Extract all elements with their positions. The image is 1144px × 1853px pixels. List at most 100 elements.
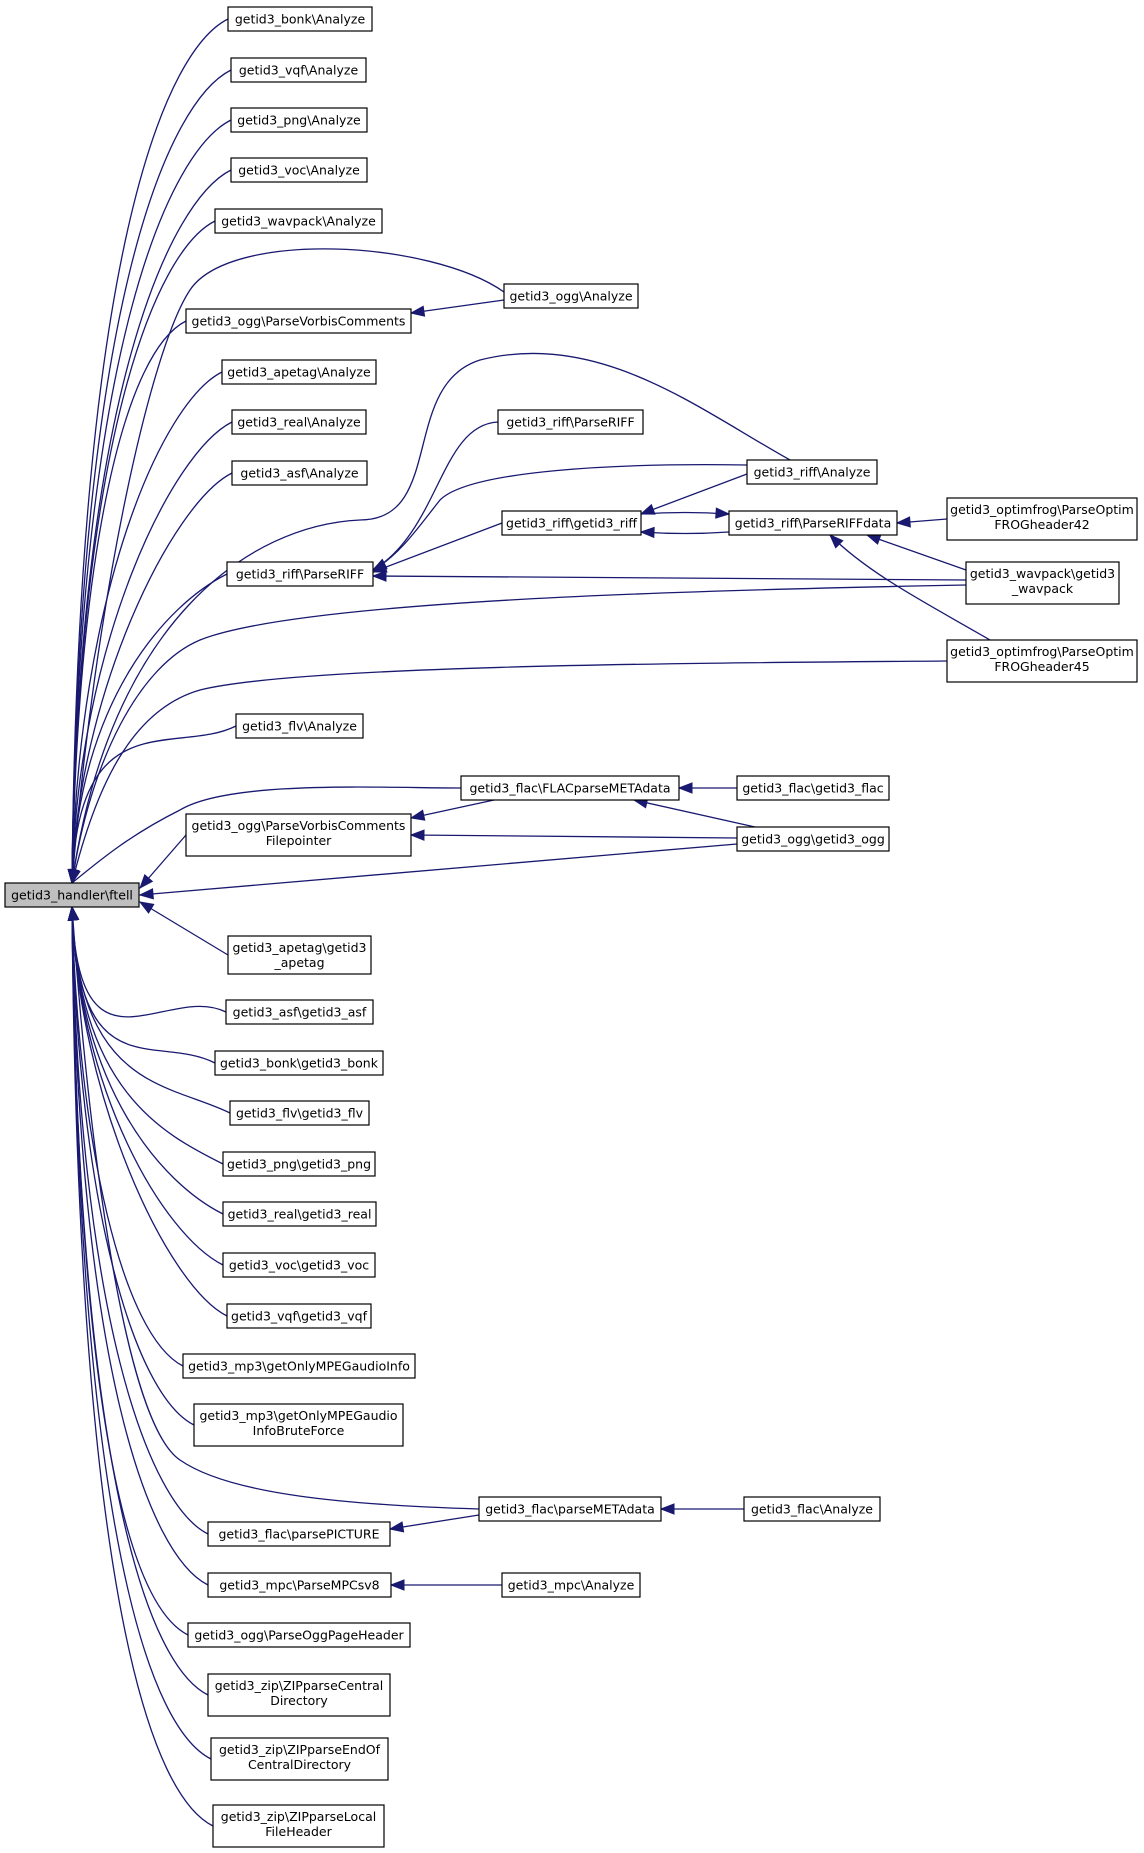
- graph-node[interactable]: getid3_ogg\Analyze: [503, 283, 639, 309]
- arrowhead: [715, 507, 731, 519]
- node-label: getid3_wavpack\Analyze: [221, 214, 376, 229]
- graph-node[interactable]: getid3_riff\ParseRIFF: [226, 561, 374, 587]
- call-edge: [71, 906, 209, 1586]
- graph-node[interactable]: getid3_mp3\getOnlyMPEGaudioInfoBruteForc…: [193, 1403, 404, 1447]
- graph-node[interactable]: getid3_png\getid3_png: [222, 1151, 376, 1177]
- node-box: [743, 1496, 881, 1522]
- graph-node[interactable]: getid3_ogg\ParseVorbisComments: [185, 308, 412, 334]
- node-box: [227, 935, 372, 975]
- node-label: getid3_handler\ftell: [11, 888, 133, 903]
- call-edge: [372, 522, 503, 573]
- graph-node[interactable]: getid3_bonk\getid3_bonk: [214, 1050, 384, 1076]
- call-edge: [829, 534, 991, 641]
- node-label: getid3_wavpack\getid3: [970, 566, 1115, 581]
- arrowhead: [829, 534, 844, 549]
- graph-node[interactable]: getid3_ogg\ParseOggPageHeader: [187, 1622, 411, 1648]
- node-label: getid3_flac\getid3_flac: [742, 781, 883, 796]
- graph-node[interactable]: getid3_flv\getid3_flv: [229, 1100, 370, 1126]
- node-label: getid3_mpc\Analyze: [508, 1578, 635, 1593]
- node-box: [230, 57, 367, 83]
- arrowhead: [138, 888, 154, 900]
- call-edge: [372, 421, 499, 571]
- node-box: [221, 359, 377, 385]
- call-edge: [71, 906, 480, 1510]
- graph-node[interactable]: getid3_bonk\Analyze: [227, 6, 373, 32]
- graph-node[interactable]: getid3_asf\getid3_asf: [225, 999, 374, 1025]
- graph-node[interactable]: getid3_asf\Analyze: [231, 460, 368, 486]
- call-edge: [372, 575, 967, 581]
- graph-node[interactable]: getid3_wavpack\getid3_wavpack: [965, 561, 1120, 605]
- node-label: getid3_real\getid3_real: [228, 1207, 372, 1222]
- node-label: getid3_optimfrog\ParseOptim: [950, 644, 1134, 659]
- graph-node[interactable]: getid3_ogg\getid3_ogg: [736, 826, 890, 852]
- graph-node[interactable]: getid3_ogg\ParseVorbisCommentsFilepointe…: [185, 813, 412, 857]
- graph-node[interactable]: getid3_flac\FLACparseMETAdata: [460, 775, 680, 801]
- graph-node[interactable]: getid3_riff\ParseRIFFdata: [728, 510, 898, 536]
- graph-node[interactable]: getid3_real\Analyze: [231, 409, 367, 435]
- graph-node[interactable]: getid3_mp3\getOnlyMPEGaudioInfo: [182, 1353, 416, 1379]
- call-edge: [71, 906, 209, 1535]
- graph-node[interactable]: getid3_real\getid3_real: [222, 1201, 377, 1227]
- node-label: getid3_riff\Analyze: [754, 465, 871, 480]
- arrowhead: [409, 809, 426, 821]
- node-box: [182, 1353, 416, 1379]
- graph-node[interactable]: getid3_riff\getid3_riff: [501, 510, 642, 536]
- node-label: getid3_riff\ParseRIFFdata: [735, 516, 891, 531]
- call-edge: [71, 906, 224, 1165]
- node-label: getid3_ogg\getid3_ogg: [741, 832, 885, 847]
- call-edge: [71, 660, 948, 884]
- graph-node[interactable]: getid3_voc\Analyze: [230, 157, 368, 183]
- root-node[interactable]: getid3_handler\ftell: [4, 882, 140, 908]
- call-edge: [71, 906, 224, 1215]
- node-label: getid3_voc\Analyze: [238, 163, 360, 178]
- graph-node[interactable]: getid3_riff\ParseRIFF: [497, 409, 644, 435]
- node-box: [736, 826, 890, 852]
- call-edge: [71, 906, 227, 1018]
- call-edge: [71, 119, 232, 884]
- graph-node[interactable]: getid3_apetag\getid3_apetag: [227, 935, 372, 975]
- graph-node[interactable]: getid3_flv\Analyze: [235, 713, 364, 739]
- node-box: [478, 1496, 662, 1522]
- graph-node[interactable]: getid3_voc\getid3_voc: [222, 1252, 376, 1278]
- graph-node[interactable]: getid3_riff\Analyze: [746, 459, 878, 485]
- node-box: [214, 1050, 384, 1076]
- graph-node[interactable]: getid3_mpc\ParseMPCsv8: [207, 1572, 392, 1598]
- graph-node[interactable]: getid3_flac\Analyze: [743, 1496, 881, 1522]
- node-box: [231, 460, 368, 486]
- graph-node[interactable]: getid3_png\Analyze: [230, 107, 368, 133]
- node-label: getid3_flv\Analyze: [242, 719, 357, 734]
- node-box: [230, 107, 368, 133]
- graph-node[interactable]: getid3_mpc\Analyze: [501, 1572, 641, 1598]
- graph-node[interactable]: getid3_flac\getid3_flac: [736, 775, 890, 801]
- node-label: getid3_ogg\ParseVorbisComments: [192, 314, 406, 329]
- node-box: [207, 1521, 391, 1547]
- node-box: [185, 308, 412, 334]
- graph-node[interactable]: getid3_apetag\Analyze: [221, 359, 377, 385]
- node-label: getid3_mp3\getOnlyMPEGaudioInfo: [188, 1359, 410, 1374]
- node-label: getid3_mp3\getOnlyMPEGaudio: [199, 1408, 397, 1423]
- node-box: [946, 639, 1138, 683]
- graph-node[interactable]: getid3_wavpack\Analyze: [214, 208, 383, 234]
- node-box: [946, 497, 1138, 541]
- graph-node[interactable]: getid3_flac\parseMETAdata: [478, 1496, 662, 1522]
- node-label: getid3_zip\ZIPparseCentral: [215, 1678, 384, 1693]
- node-label: getid3_png\Analyze: [237, 113, 361, 128]
- graph-node[interactable]: getid3_vqf\getid3_vqf: [226, 1303, 372, 1329]
- nodes-layer: getid3_handler\ftell getid3_bonk\Analyzeg…: [4, 6, 1138, 1848]
- node-label: getid3_flv\getid3_flv: [236, 1106, 364, 1121]
- call-edge: [139, 843, 738, 896]
- node-label: FileHeader: [265, 1824, 332, 1839]
- node-label: _apetag: [273, 955, 324, 970]
- call-edge: [71, 352, 791, 884]
- node-box: [736, 775, 890, 801]
- node-label: getid3_bonk\Analyze: [235, 12, 366, 27]
- arrowhead: [389, 1579, 405, 1591]
- graph-node[interactable]: getid3_vqf\Analyze: [230, 57, 367, 83]
- node-label: getid3_optimfrog\ParseOptim: [950, 502, 1134, 517]
- graph-node[interactable]: getid3_flac\parsePICTURE: [207, 1521, 391, 1547]
